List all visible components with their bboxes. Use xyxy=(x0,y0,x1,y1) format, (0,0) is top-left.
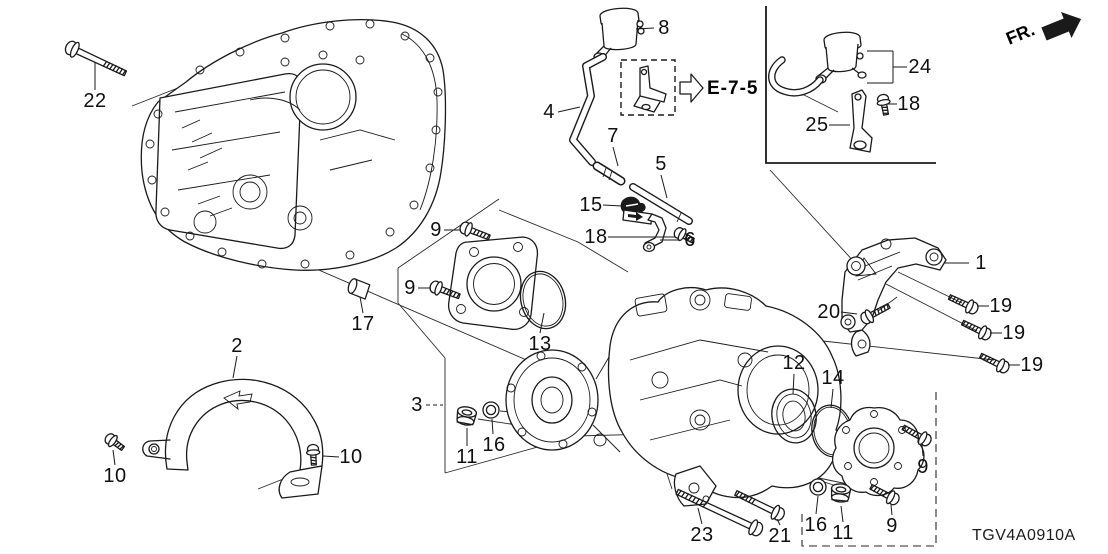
leader-9-c xyxy=(921,444,924,457)
reservoir-cap-24 xyxy=(815,31,867,84)
leader-4 xyxy=(557,106,581,113)
companion-flange xyxy=(831,406,925,497)
callout-20[interactable]: 20 xyxy=(817,301,841,323)
callout-17[interactable]: 17 xyxy=(351,313,375,335)
callout-22[interactable]: 22 xyxy=(83,90,107,112)
leader-11-b xyxy=(840,505,844,523)
callout-15[interactable]: 15 xyxy=(579,194,603,216)
breather-tube-25 xyxy=(768,56,824,97)
leader-23 xyxy=(697,507,703,525)
callout-21[interactable]: 21 xyxy=(768,525,792,547)
callout-9-d[interactable]: 9 xyxy=(886,515,898,537)
breather-pipe-5 xyxy=(629,183,693,225)
e75-bracket-drawing xyxy=(633,65,667,113)
transfer-assembly-drawing xyxy=(505,287,844,507)
callout-10-a[interactable]: 10 xyxy=(103,465,127,487)
callout-13[interactable]: 13 xyxy=(528,333,552,355)
leader-5 xyxy=(660,174,668,199)
callout-24[interactable]: 24 xyxy=(908,56,932,78)
leader-7 xyxy=(612,146,619,167)
leader-lines xyxy=(94,27,1020,526)
leader-21 xyxy=(776,518,781,526)
leader-10-b xyxy=(322,455,340,458)
callout-12[interactable]: 12 xyxy=(782,352,806,374)
eref-link[interactable]: E-7-5 xyxy=(707,78,759,99)
leader-12 xyxy=(792,373,795,395)
e75-arrow-icon xyxy=(679,73,704,103)
o-ring-13 xyxy=(519,270,567,330)
callout-19-b[interactable]: 19 xyxy=(1002,322,1026,344)
tube-bracket-25 xyxy=(849,89,873,153)
callout-25[interactable]: 25 xyxy=(805,114,829,136)
callout-3[interactable]: 3 xyxy=(411,394,423,416)
diagram-code: TGV4A0910A xyxy=(972,527,1076,544)
oil-seal-12 xyxy=(771,388,817,444)
leader-14 xyxy=(830,388,834,409)
callout-2[interactable]: 2 xyxy=(231,335,243,357)
leader-8 xyxy=(635,27,655,30)
leader-2 xyxy=(232,355,238,379)
callout-1[interactable]: 1 xyxy=(975,252,987,274)
callout-19-a[interactable]: 19 xyxy=(989,295,1013,317)
callout-19-c[interactable]: 19 xyxy=(1020,354,1044,376)
callout-7[interactable]: 7 xyxy=(607,125,619,147)
callout-6[interactable]: 6 xyxy=(684,229,696,251)
callout-16-a[interactable]: 16 xyxy=(482,434,506,456)
leader-9-d xyxy=(890,504,893,516)
callout-16-b[interactable]: 16 xyxy=(804,514,828,536)
leader-16-b xyxy=(815,495,819,515)
callout-10-b[interactable]: 10 xyxy=(339,446,363,468)
transmission-housing-drawing xyxy=(140,18,447,271)
callout-5[interactable]: 5 xyxy=(655,153,667,175)
leader-15 xyxy=(602,204,623,207)
callout-8[interactable]: 8 xyxy=(658,17,670,39)
dowel-pin-17 xyxy=(347,278,371,300)
callout-11-b[interactable]: 11 xyxy=(832,522,854,544)
protector-cover-2 xyxy=(142,378,324,499)
leader-20 xyxy=(840,311,858,315)
callout-11-a[interactable]: 11 xyxy=(456,446,478,468)
leader-16-a xyxy=(491,418,494,435)
callout-9-c[interactable]: 9 xyxy=(917,456,929,478)
callout-14[interactable]: 14 xyxy=(821,367,845,389)
callout-23[interactable]: 23 xyxy=(690,524,714,546)
inset-box-border xyxy=(765,6,936,164)
leader-13 xyxy=(539,312,545,334)
callout-4[interactable]: 4 xyxy=(543,101,555,123)
tube-clip-15-detail xyxy=(625,203,639,207)
callout-18-tr[interactable]: 18 xyxy=(897,93,921,115)
leader-17 xyxy=(359,296,364,314)
detail-boundary-dashdot xyxy=(801,392,937,547)
e75-dashed-box xyxy=(620,59,676,116)
tube-connector-7 xyxy=(592,161,626,186)
callout-18-mid[interactable]: 18 xyxy=(584,226,608,248)
bearing-retainer-plate xyxy=(447,236,539,331)
callout-9-a[interactable]: 9 xyxy=(430,219,442,241)
fr-direction-arrow xyxy=(1041,12,1082,41)
callout-9-b[interactable]: 9 xyxy=(404,277,416,299)
leader-10-a xyxy=(112,449,116,466)
mounting-bracket-1 xyxy=(840,237,947,357)
breather-tube-4 xyxy=(569,53,607,166)
